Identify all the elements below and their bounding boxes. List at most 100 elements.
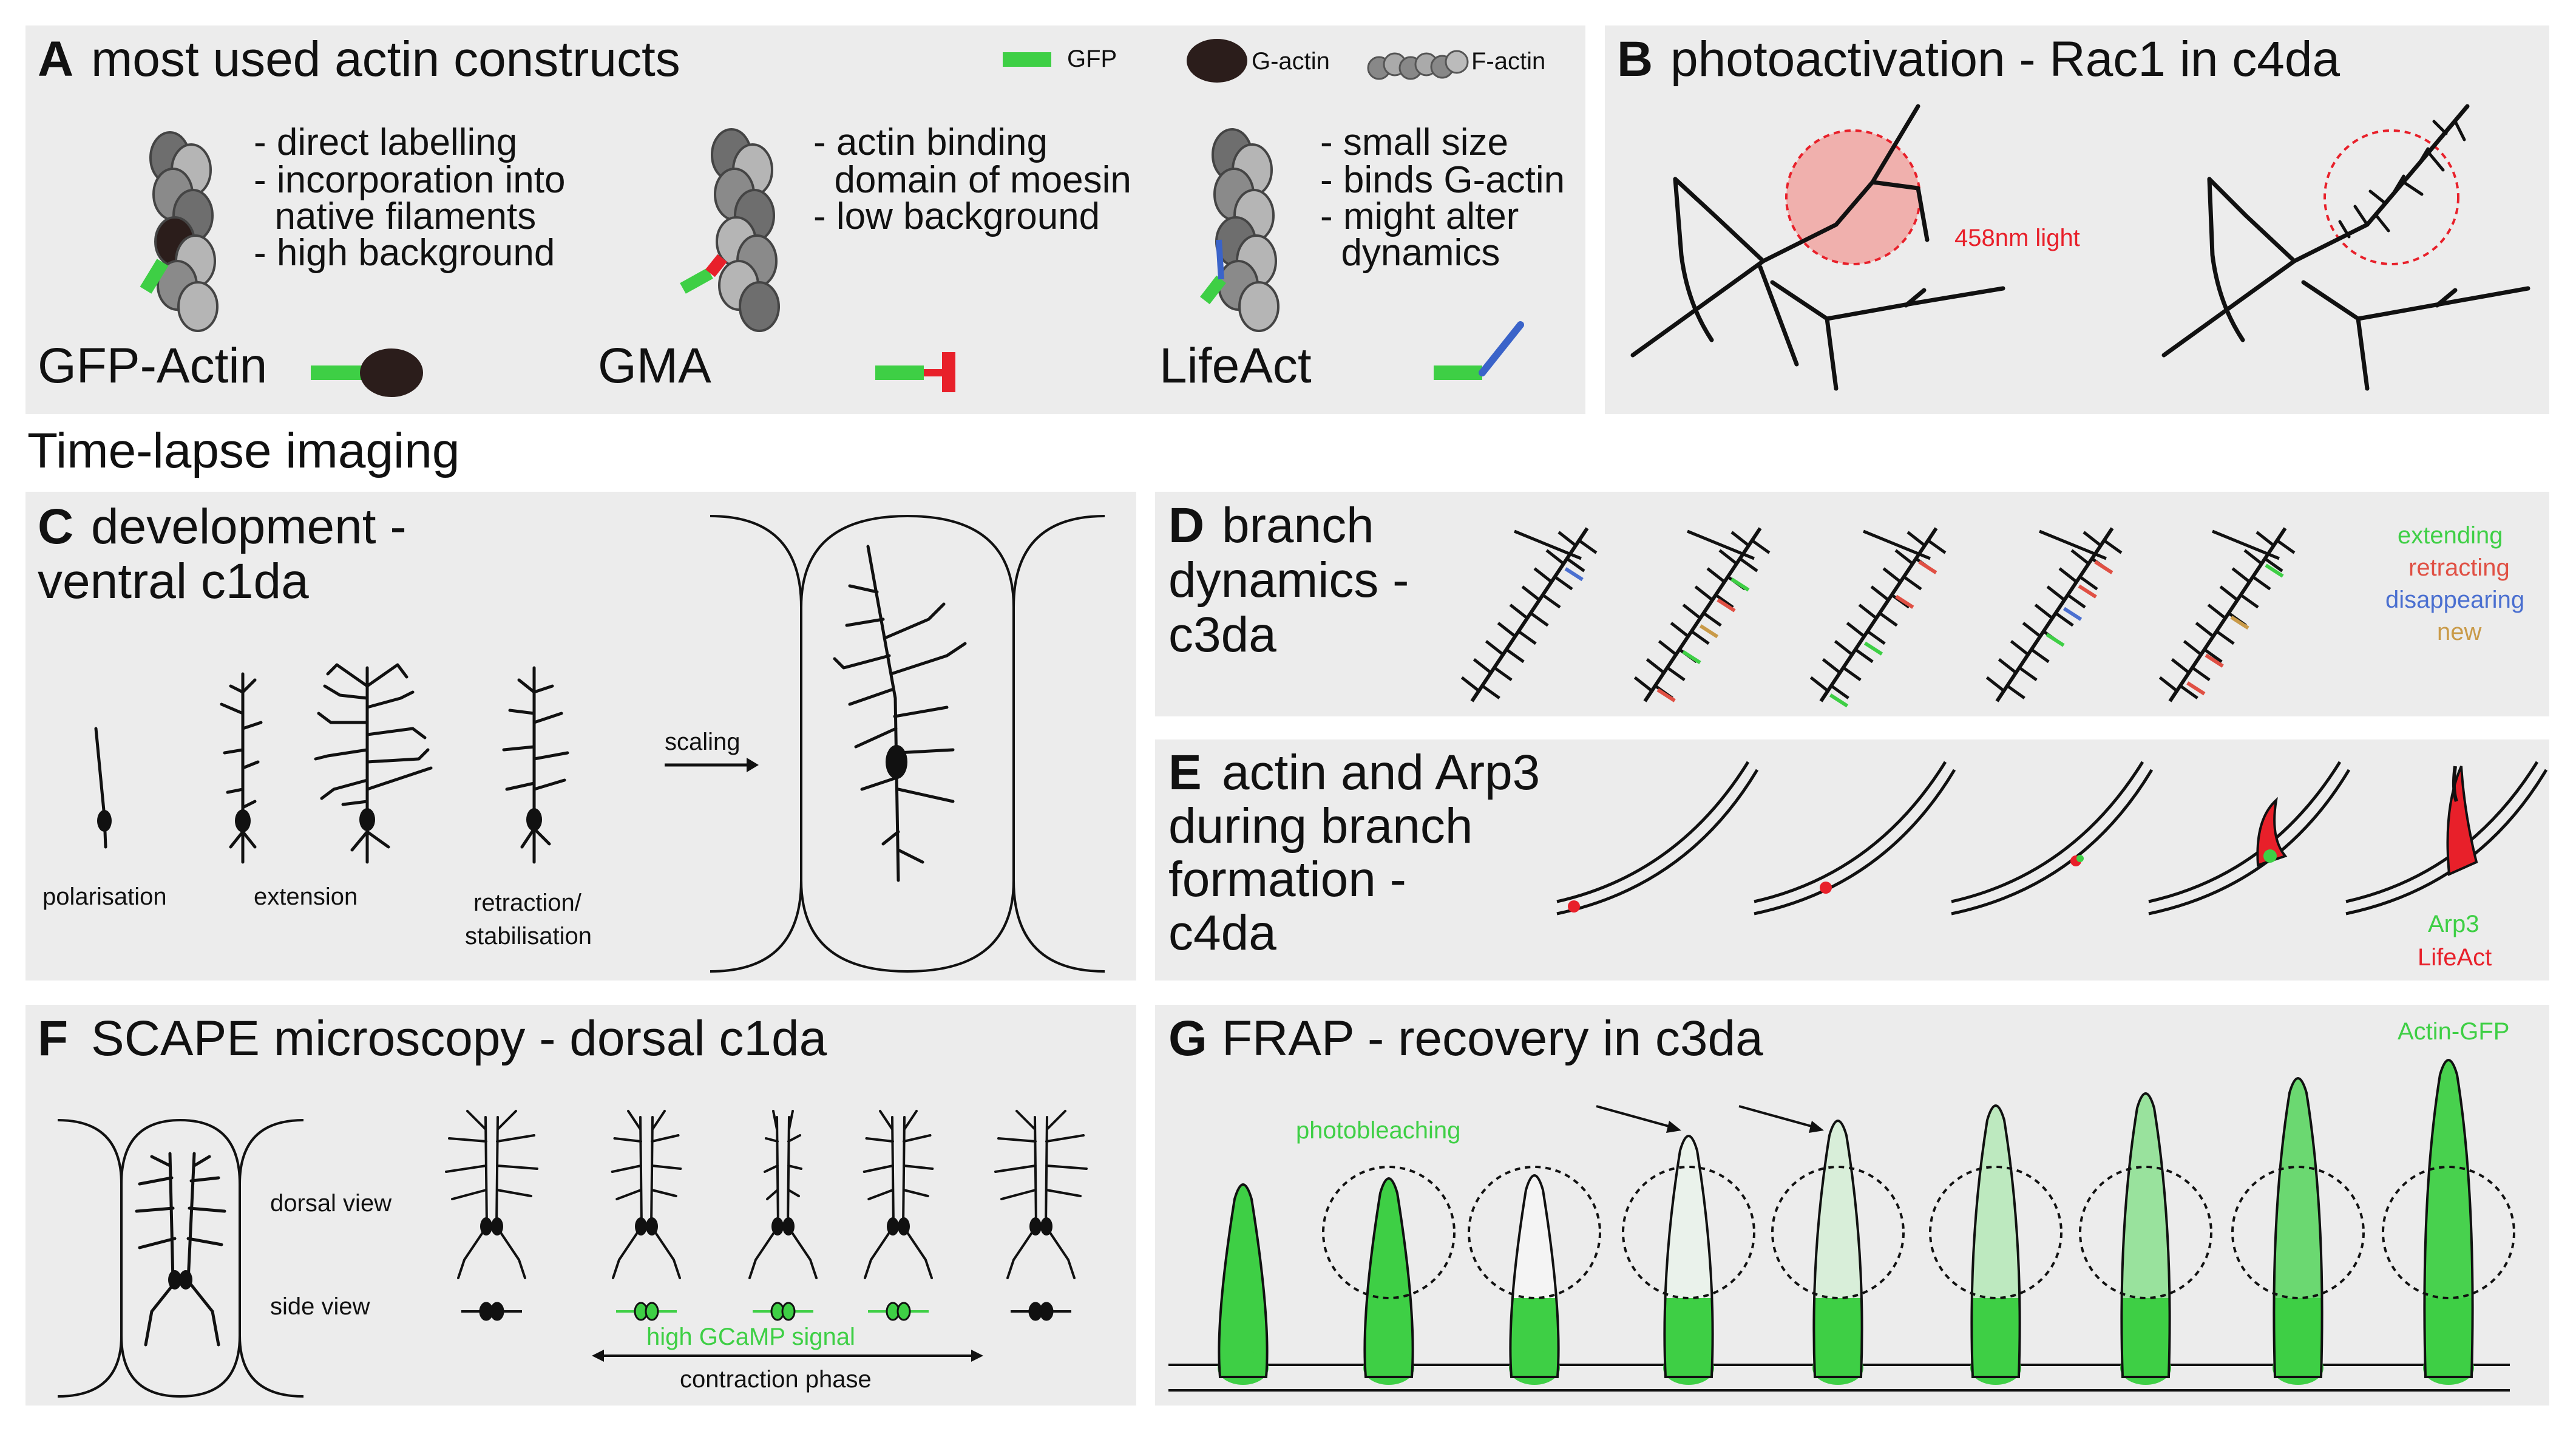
side-branch (1846, 622, 1865, 638)
extending-branch (1829, 693, 1849, 708)
neuron-polarisation (94, 727, 112, 849)
extending-branch (2265, 563, 2284, 578)
side-view-label: side view (270, 1293, 370, 1320)
side-branch (1666, 666, 1686, 682)
spine-base (2120, 1351, 2171, 1385)
moesin-tag-icon (942, 352, 955, 392)
side-branch (1646, 658, 1665, 674)
retracting-branch (2094, 560, 2113, 574)
bleach-circle (2382, 1166, 2515, 1299)
side-branch (1578, 539, 1598, 554)
side-branch (2070, 549, 2090, 565)
arp3-spot (2263, 849, 2277, 863)
spine-base (1970, 1351, 2021, 1385)
side-branch (1533, 567, 1553, 583)
soma (781, 1302, 796, 1321)
gfp-tag-icon (1200, 275, 1226, 305)
side-branch (1842, 666, 1862, 682)
panel-c-bg (25, 492, 1136, 981)
side-view-neuron (753, 1302, 813, 1321)
disappearing-branch (1564, 567, 1584, 582)
gfp-tag-icon (875, 365, 924, 380)
panel-c-title-line1: development - (91, 499, 407, 554)
side-view-neuron (868, 1302, 929, 1321)
extending-branch (1682, 650, 1701, 665)
side-branch (1505, 648, 1525, 664)
spine-outline (2423, 1059, 2474, 1378)
side-branch (2083, 531, 2102, 547)
spine-outline (1509, 1174, 1560, 1378)
side-branch (2240, 594, 2259, 609)
side-branch (1658, 640, 1677, 656)
side-branch (1493, 666, 1513, 682)
panel-f-bg (25, 1005, 1136, 1406)
dendrite-segment (2148, 761, 2351, 916)
neuron-retraction (502, 666, 569, 864)
panel-f-title: SCAPE microscopy - dorsal c1da (91, 1011, 827, 1066)
legend-new: new (2437, 619, 2481, 645)
side-branch (1882, 567, 1902, 583)
soma (490, 1302, 504, 1321)
panel-d-bg (1155, 492, 2549, 716)
bullet: dynamics (1320, 232, 1500, 274)
dendrite-segment (1556, 761, 1759, 916)
stage-label-polarisation: polarisation (42, 883, 167, 910)
side-branch (1822, 658, 1841, 674)
retracting-branch (2186, 681, 2206, 696)
side-branch (1985, 676, 2005, 692)
extending-branch (2046, 633, 2065, 647)
bleach-circle (1771, 1166, 1905, 1299)
dendrite-edge (1556, 769, 1759, 916)
side-branch (1517, 630, 1537, 645)
dendrite-edge (1556, 761, 1750, 903)
side-branch (2067, 594, 2086, 609)
contraction-double-arrow-icon (592, 1350, 983, 1362)
side-branch (2006, 684, 2025, 699)
spine-base (1812, 1351, 1863, 1385)
lifeact-filament-icon (1212, 128, 1280, 332)
dendrite-segment (2345, 761, 2548, 916)
side-branch (2171, 658, 2190, 674)
neuron-extension (314, 663, 433, 864)
side-branch (1545, 549, 1565, 565)
branch-formation-dendrites (1556, 761, 2548, 916)
section-title: Time-lapse imaging (27, 423, 459, 478)
scaling-label: scaling (665, 729, 741, 755)
panel-d-title-line2: dynamics - (1168, 552, 1409, 608)
spine-base (1663, 1351, 1714, 1385)
side-branch (2264, 557, 2283, 573)
gfp-tag-icon (1434, 365, 1482, 380)
dendrites (994, 1110, 1088, 1279)
spine (1322, 1166, 1456, 1385)
dorsal-view-label: dorsal view (270, 1190, 391, 1217)
body-segment (710, 514, 1105, 973)
side-branch (1706, 567, 1726, 583)
side-branch (2195, 622, 2214, 638)
legend-disappearing: disappearing (2385, 586, 2524, 613)
spine-base (1218, 1351, 1269, 1385)
g-actin-legend-icon (1187, 39, 1247, 83)
side-branch (1485, 640, 1504, 656)
bleach-circle (1322, 1166, 1456, 1299)
side-branch (1894, 549, 1914, 565)
gma-bullets: - actin binding domain of moesin - low b… (813, 121, 1131, 237)
retracting-branch (2078, 584, 2097, 599)
spine-fill (1364, 1178, 1413, 1377)
dendrite-edge (1951, 769, 2154, 916)
bleach-circle (2079, 1166, 2212, 1299)
side-branch (2030, 648, 2050, 664)
lifeact-bullets: - small size - binds G-actin - might alt… (1320, 121, 1565, 274)
side-branch (2219, 585, 2239, 602)
neuron-scaled (833, 545, 967, 882)
side-branch (1557, 531, 1577, 547)
dorsal-view-neuron (445, 1110, 538, 1279)
dendrite-edge (1951, 761, 2144, 903)
branch-dynamics-neuron (1985, 527, 2123, 702)
side-branch (1509, 603, 1528, 620)
side-branch (1879, 612, 1898, 627)
soma (782, 1217, 795, 1236)
panel-g-title: FRAP - recovery in c3da (1222, 1011, 1763, 1066)
side-view-neuron (461, 1302, 522, 1321)
side-branch (1521, 585, 1541, 602)
spine-base (2423, 1351, 2474, 1385)
